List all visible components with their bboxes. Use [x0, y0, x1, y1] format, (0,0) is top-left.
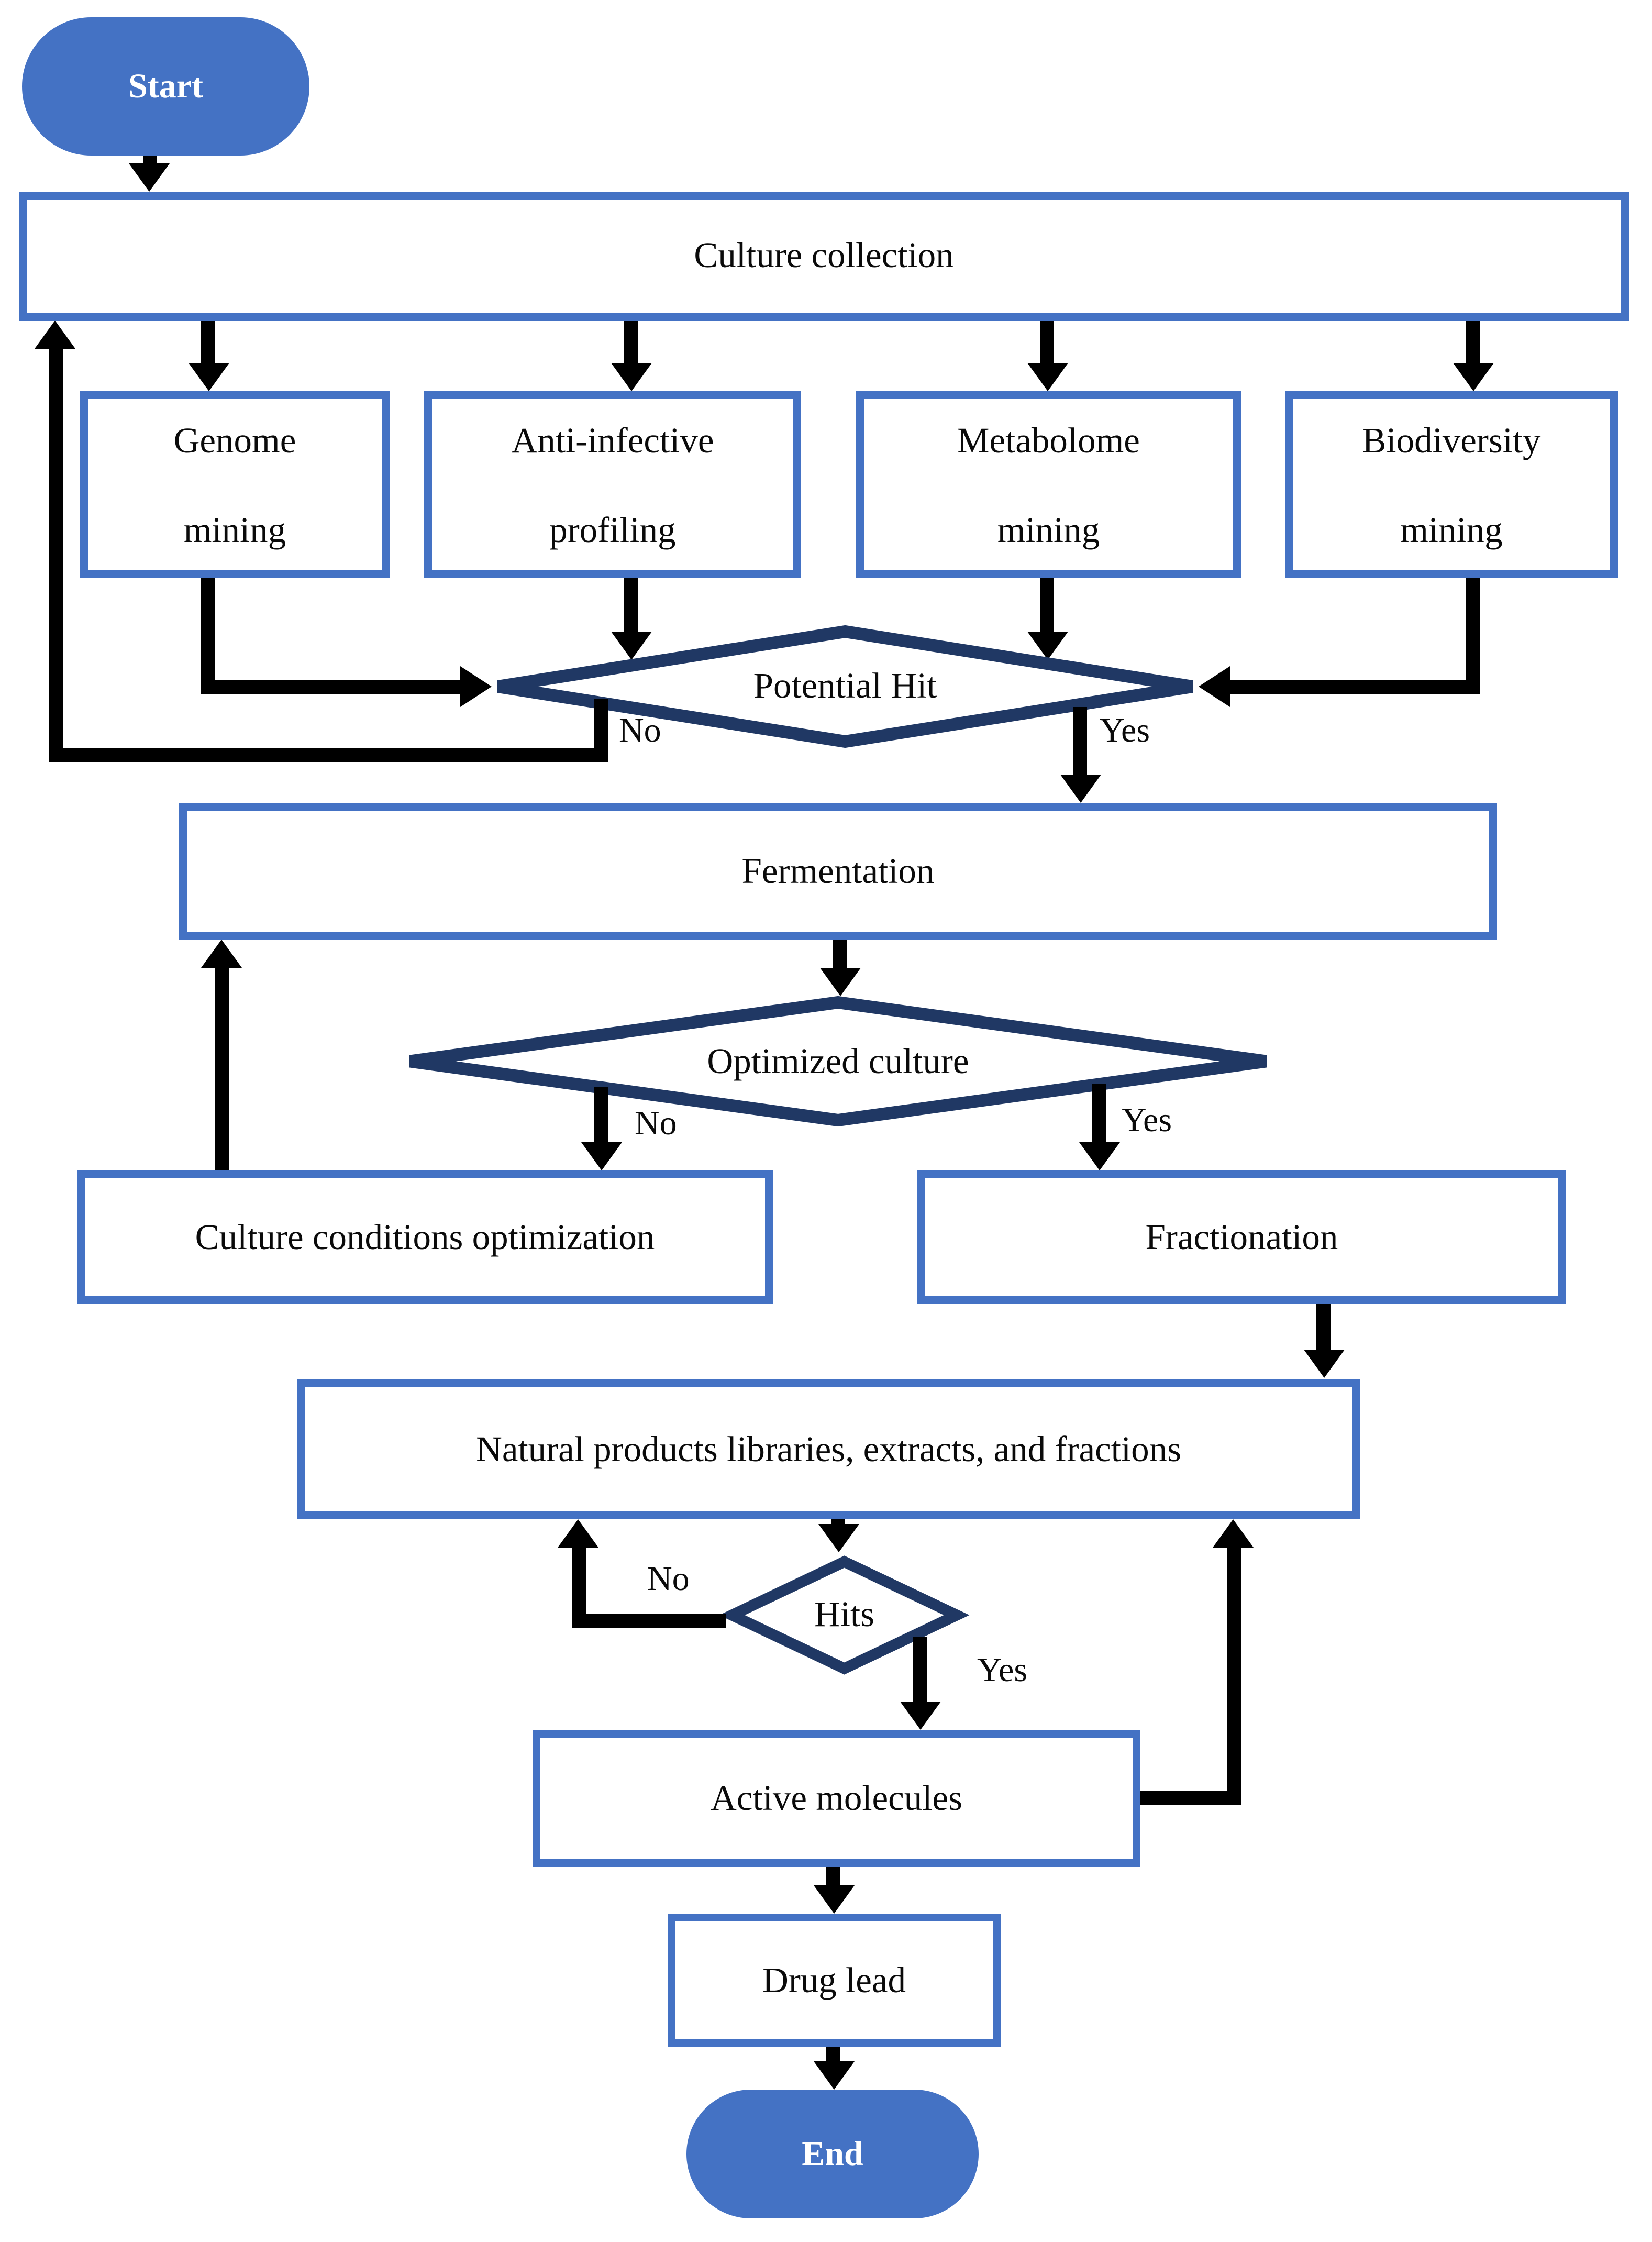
start-node: Start [22, 17, 309, 156]
connector-activemolecules-loop-v [1227, 1548, 1241, 1805]
connector-hits-no-v [572, 1548, 586, 1628]
arrowhead-yes-to-activemolecules [900, 1702, 941, 1730]
arrowhead-culture-genome [189, 363, 229, 391]
arrowhead-activemolecules-druglead [814, 1885, 855, 1914]
arrowhead-metabolome-potentialhit [1027, 632, 1068, 660]
anti-infective-profiling-node: Anti-infective profiling [424, 391, 801, 578]
arrowhead-yes-to-fractionation [1079, 1142, 1120, 1170]
end-node: End [686, 2090, 979, 2218]
arrowhead-antiinfective-potentialhit [611, 632, 652, 660]
connector-hits-no-h [572, 1614, 726, 1628]
fractionation-node: Fractionation [917, 1170, 1566, 1304]
potential-hit-diamond [497, 625, 1193, 748]
optimized-culture-diamond [409, 996, 1267, 1127]
connector-antiinfective-potentialhit [624, 578, 638, 633]
potential-hit-no-label: No [619, 710, 661, 749]
connector-cultureconditions-fermentation [215, 968, 229, 1170]
natural-products-node: Natural products libraries, extracts, an… [297, 1379, 1360, 1519]
hits-no-label: No [647, 1559, 690, 1598]
hits-diamond [719, 1555, 970, 1675]
connector-culture-genome [201, 321, 215, 365]
connector-culture-metabolome [1040, 321, 1054, 365]
arrowhead-genome-potentialhit [460, 666, 492, 707]
arrowhead-culture-metabolome [1027, 363, 1068, 391]
connector-optimized-no [594, 1087, 608, 1144]
arrowhead-fractionation-naturalproducts [1304, 1350, 1345, 1378]
arrowhead-start-culture [129, 163, 170, 192]
hits-yes-label: Yes [977, 1650, 1028, 1689]
biodiversity-mining-node: Biodiversity mining [1285, 391, 1618, 578]
arrowhead-fermentation-optimized [820, 968, 861, 996]
fermentation-node: Fermentation [179, 803, 1497, 940]
arrowhead-biodiversity-potentialhit [1199, 666, 1230, 707]
arrowhead-no-to-cultureconditions [581, 1142, 622, 1170]
arrowhead-no-to-culture [35, 321, 75, 349]
optimized-culture-label: Optimized culture [707, 1041, 969, 1080]
arrowhead-culture-antiinfective [611, 363, 652, 391]
connector-biodiversity-potentialhit-v [1466, 578, 1480, 693]
arrowhead-no-to-naturalproducts [558, 1519, 598, 1548]
arrowhead-cultureconditions-fermentation [201, 940, 242, 968]
arrowhead-activemolecules-naturalproducts [1213, 1519, 1254, 1548]
connector-fractionation-naturalproducts [1316, 1304, 1331, 1351]
connector-optimized-yes [1092, 1084, 1106, 1144]
connector-druglead-end [826, 2047, 840, 2063]
potential-hit-yes-label: Yes [1100, 710, 1150, 749]
culture-conditions-optimization-node: Culture conditions optimization [77, 1170, 773, 1304]
connector-fermentation-optimized [833, 940, 847, 969]
arrowhead-culture-biodiversity [1453, 363, 1494, 391]
connector-potentialhit-no-h [49, 748, 608, 762]
connector-biodiversity-potentialhit-h [1230, 680, 1480, 694]
potential-hit-label: Potential Hit [753, 666, 937, 705]
genome-mining-node: Genome mining [80, 391, 390, 578]
connector-hits-yes [913, 1637, 927, 1703]
connector-activemolecules-druglead [826, 1867, 840, 1888]
connector-genome-potentialhit-v [201, 578, 215, 687]
connector-potentialhit-yes [1073, 707, 1087, 776]
connector-culture-antiinfective [624, 321, 638, 365]
optimized-culture-yes-label: Yes [1122, 1100, 1172, 1139]
arrowhead-druglead-end [814, 2061, 855, 2090]
optimized-culture-no-label: No [635, 1103, 677, 1142]
connector-potentialhit-no-v2 [49, 349, 63, 762]
connector-metabolome-potentialhit [1040, 578, 1054, 633]
connector-genome-potentialhit-h [201, 680, 460, 694]
connector-culture-biodiversity [1466, 321, 1480, 365]
connector-activemolecules-loop-h [1140, 1791, 1241, 1805]
arrowhead-yes-to-fermentation [1060, 775, 1101, 803]
culture-collection-node: Culture collection [19, 192, 1629, 321]
metabolome-mining-node: Metabolome mining [856, 391, 1241, 578]
arrowhead-naturalproducts-hits [818, 1524, 859, 1552]
hits-label: Hits [814, 1595, 875, 1634]
active-molecules-node: Active molecules [533, 1730, 1140, 1867]
drug-lead-node: Drug lead [668, 1914, 1001, 2047]
